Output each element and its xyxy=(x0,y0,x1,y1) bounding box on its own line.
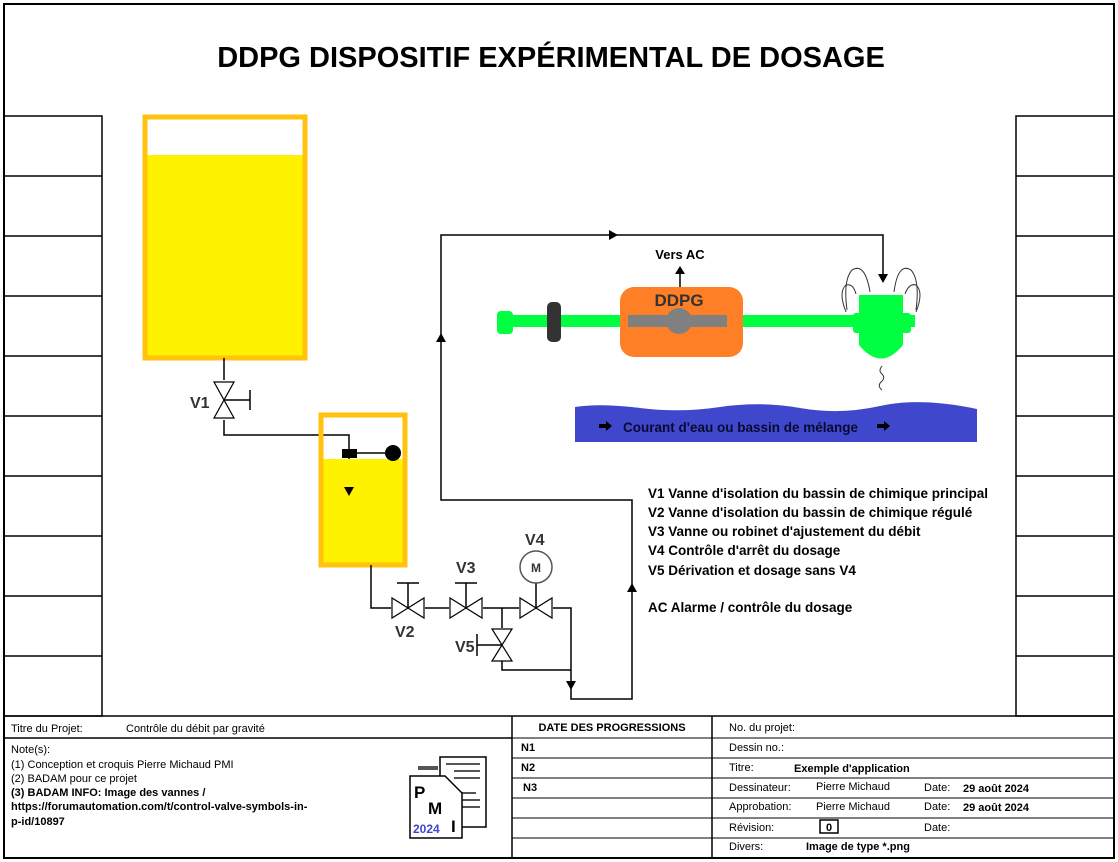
flow-arrows xyxy=(344,230,888,690)
valve-legend: V1 Vanne d'isolation du bassin de chimiq… xyxy=(648,486,988,615)
process-pipe xyxy=(370,234,884,700)
note-line: (3) BADAM INFO: Image des vannes / xyxy=(11,787,205,799)
note-line: (1) Conception et croquis Pierre Michaud… xyxy=(11,759,234,771)
valve-v4[interactable]: M xyxy=(519,550,553,620)
alarm-label: Vers AC xyxy=(655,247,705,262)
valve-v2[interactable] xyxy=(391,582,425,620)
svg-text:M: M xyxy=(428,799,442,818)
diffuser-nozzle xyxy=(841,267,921,391)
title-block xyxy=(4,715,1114,858)
motor-actuator-icon xyxy=(519,550,553,584)
titre-label: Titre: xyxy=(729,762,754,774)
notes-label: Note(s): xyxy=(11,744,50,756)
ddpg-device xyxy=(497,287,915,357)
legend-item: V4 Contrôle d'arrêt du dosage xyxy=(648,543,841,558)
page-title: DDPG DISPOSITIF EXPÉRIMENTAL DE DOSAGE xyxy=(217,40,885,74)
valve-v1[interactable] xyxy=(212,381,251,419)
valve-label-v5: V5 xyxy=(455,639,475,656)
progress-header: DATE DES PROGRESSIONS xyxy=(538,722,685,734)
progress-n3: N3 xyxy=(523,782,537,794)
valve-label-v4: V4 xyxy=(525,532,545,549)
motor-label: M xyxy=(531,561,541,575)
project-no-label: No. du projet: xyxy=(729,722,795,734)
project-title-label: Titre du Projet: xyxy=(11,723,83,735)
approval-date: 29 août 2024 xyxy=(963,802,1030,814)
approval-label: Approbation: xyxy=(729,801,791,813)
main-tank xyxy=(142,114,308,361)
pmi-logo: P M I 2024 xyxy=(409,756,487,839)
approval-date-label: Date: xyxy=(924,801,950,813)
designer-date: 29 août 2024 xyxy=(963,783,1030,795)
legend-item: V2 Vanne d'isolation du bassin de chimiq… xyxy=(648,505,973,520)
designer-label: Dessinateur: xyxy=(729,782,791,794)
misc-value: Image de type *.png xyxy=(806,841,910,853)
valve-label-v2: V2 xyxy=(395,624,415,641)
bypass-pipe xyxy=(501,608,571,671)
arrow-right-icon xyxy=(877,421,890,431)
note-line: https://forumautomation.com/t/control-va… xyxy=(11,801,308,813)
ddpg-label: DDPG xyxy=(654,291,703,310)
project-title: Contrôle du débit par gravité xyxy=(126,723,265,735)
arrow-right-icon xyxy=(599,421,612,431)
drawing-no-label: Dessin no.: xyxy=(729,742,784,754)
arrow-up-icon xyxy=(675,266,685,274)
titre-value: Exemple d'application xyxy=(794,763,910,775)
designer-value: Pierre Michaud xyxy=(816,781,890,793)
valve-label-v3: V3 xyxy=(456,560,476,577)
valve-label-v1: V1 xyxy=(190,395,210,412)
legend-item: AC Alarme / contrôle du dosage xyxy=(648,600,853,615)
progress-n2: N2 xyxy=(521,762,535,774)
revision-value: 0 xyxy=(826,822,832,834)
svg-text:I: I xyxy=(451,817,456,836)
float-level-switch xyxy=(342,445,401,461)
legend-item: V3 Vanne ou robinet d'ajustement du débi… xyxy=(648,524,921,539)
revision-box xyxy=(819,819,839,834)
revision-label: Révision: xyxy=(729,822,774,834)
note-line: (2) BADAM pour ce projet xyxy=(11,773,137,785)
misc-label: Divers: xyxy=(729,841,763,853)
legend-item: V1 Vanne d'isolation du bassin de chimiq… xyxy=(648,486,988,501)
note-line: p-id/10897 xyxy=(11,816,65,828)
regulated-tank xyxy=(318,412,408,568)
revision-date-label: Date: xyxy=(924,822,950,834)
valve-v3[interactable] xyxy=(449,582,483,620)
designer-date-label: Date: xyxy=(924,782,950,794)
valve-v5[interactable] xyxy=(476,628,514,662)
logo-year: 2024 xyxy=(413,822,440,836)
approval-value: Pierre Michaud xyxy=(816,801,890,813)
svg-text:P: P xyxy=(414,783,425,802)
legend-item: V5 Dérivation et dosage sans V4 xyxy=(648,563,856,578)
progress-n1: N1 xyxy=(521,742,535,754)
water-label: Courant d'eau ou bassin de mélange xyxy=(623,420,858,435)
water-stream xyxy=(575,402,977,442)
